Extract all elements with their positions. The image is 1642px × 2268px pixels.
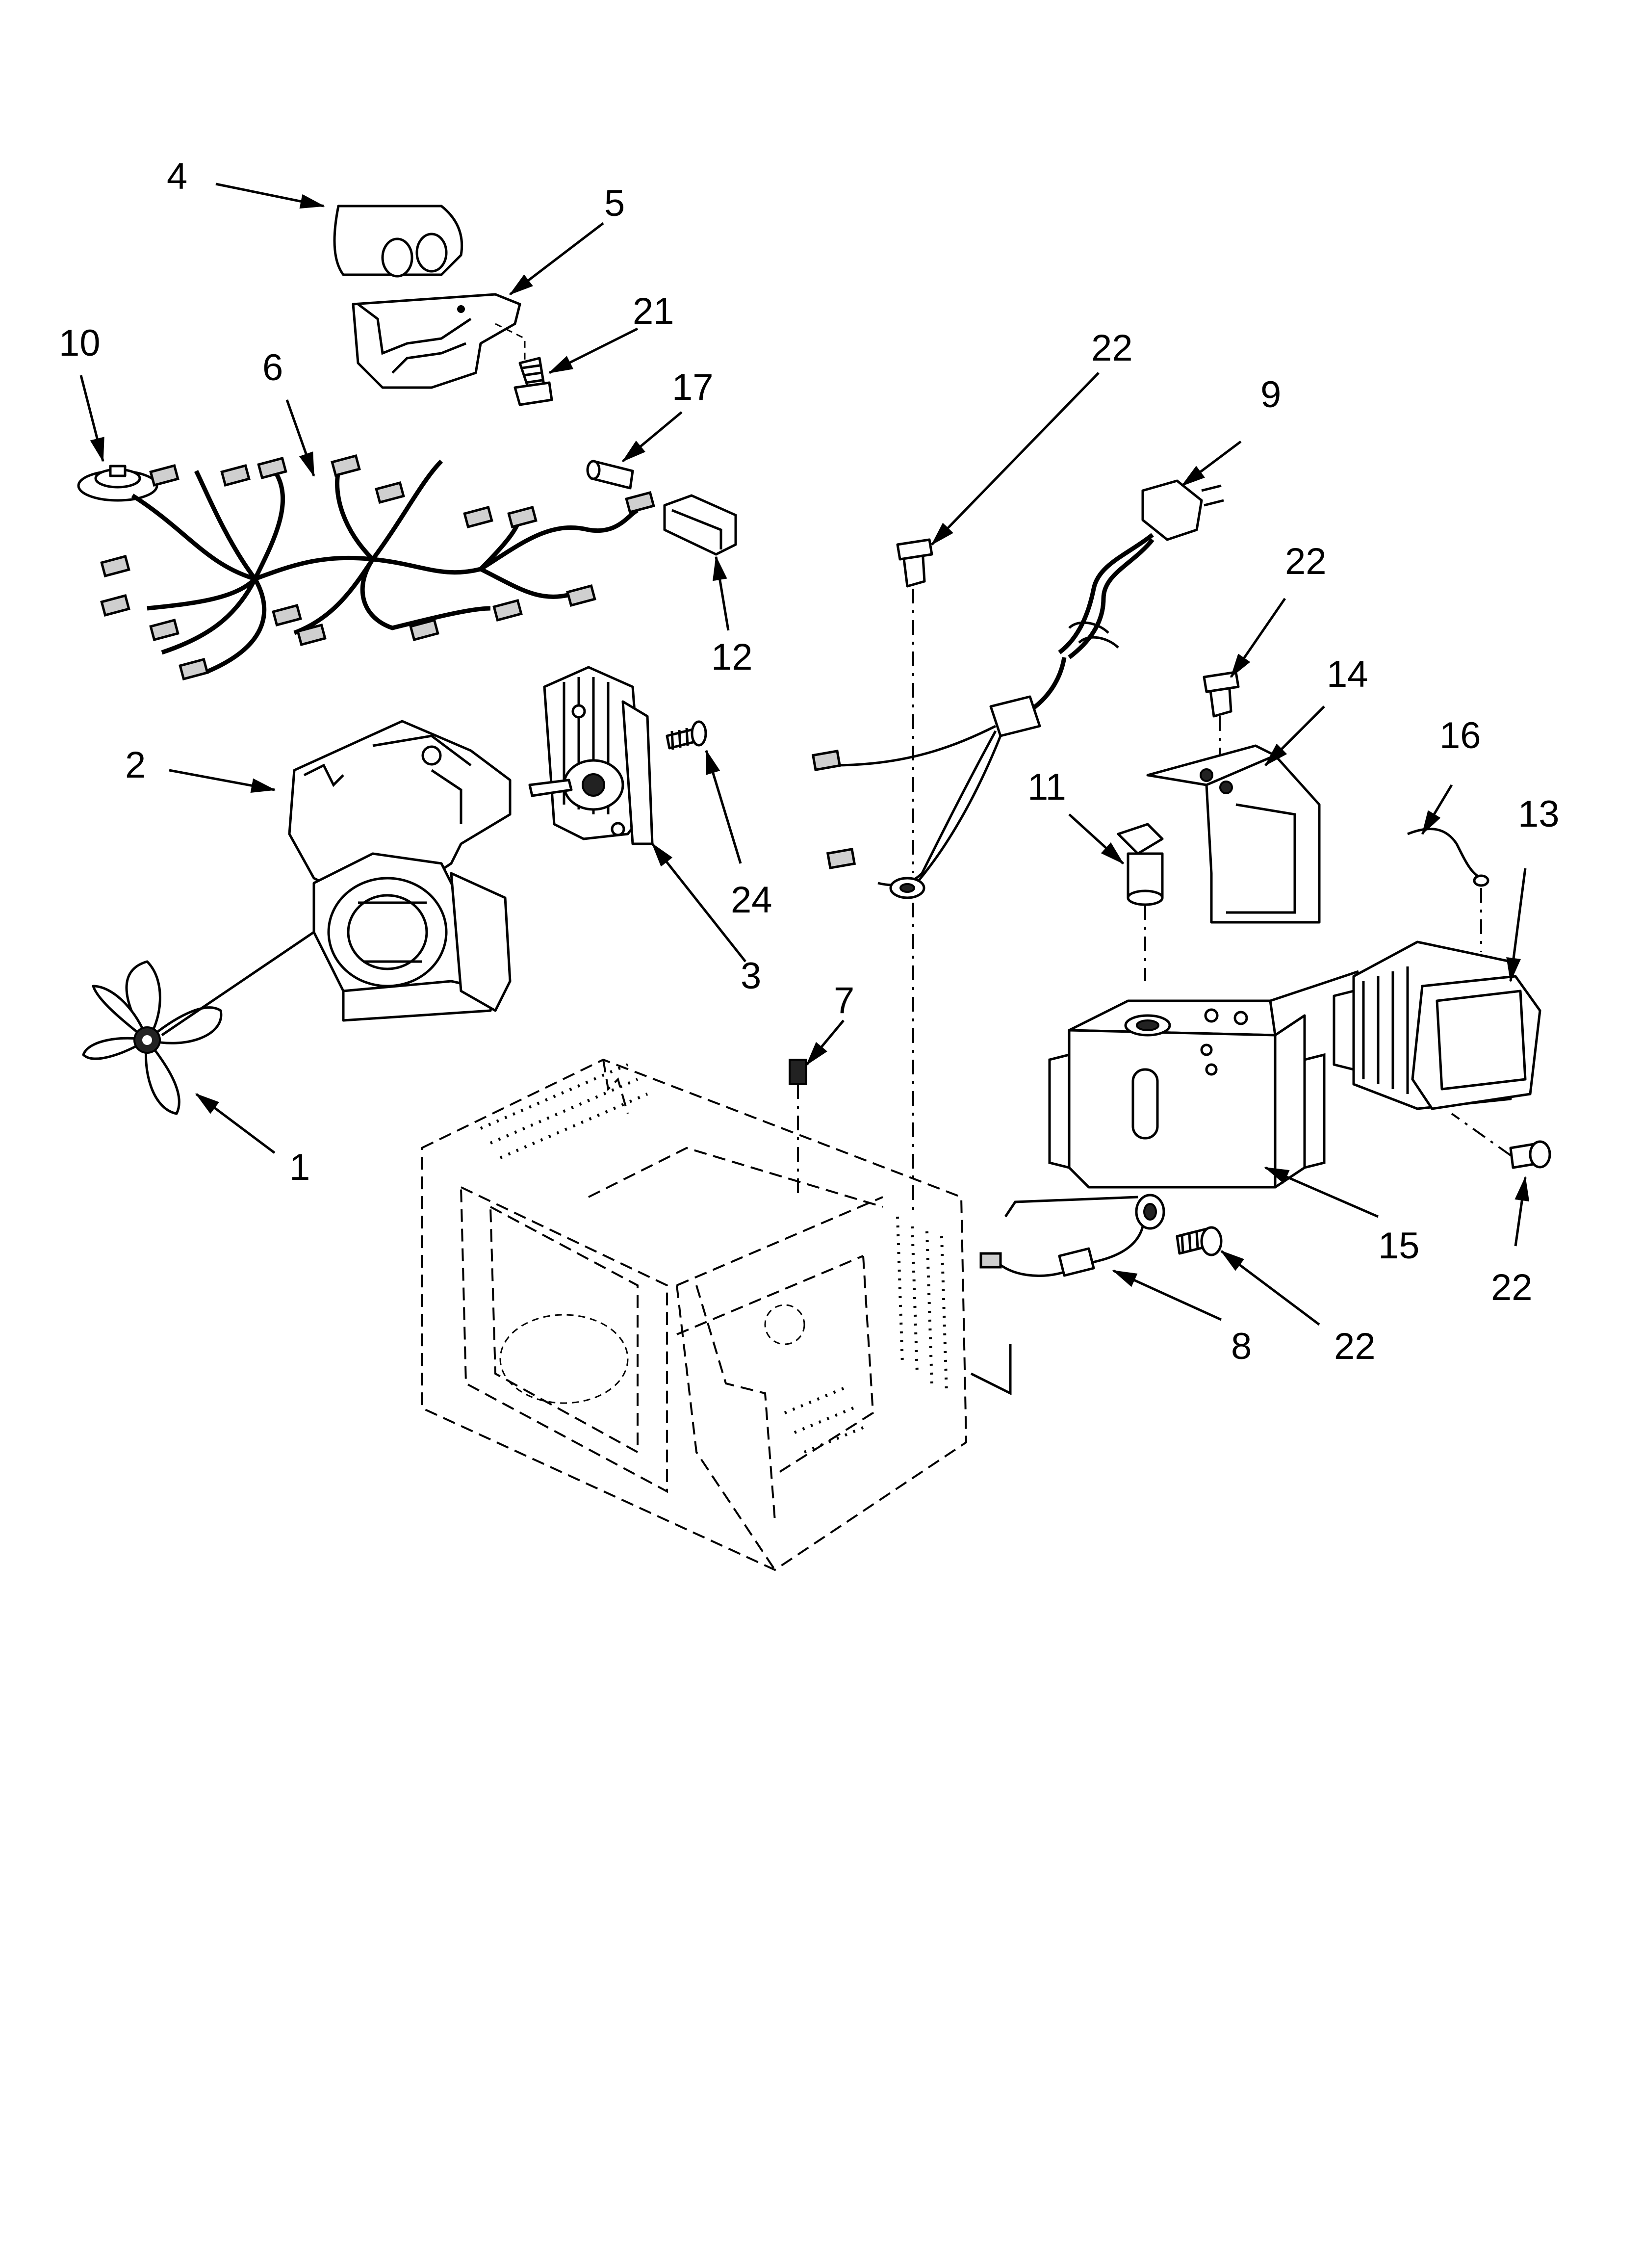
callout-22-bottom: 22 [1334,1326,1376,1367]
screw-22-top-part[interactable] [896,538,933,1217]
power-cord-part[interactable] [811,479,1224,899]
waveguide-duct-part[interactable] [1048,999,1326,1189]
callout-14: 14 [1327,653,1368,695]
callout-11: 11 [1027,766,1066,808]
screw-24-part[interactable] [666,720,707,750]
thermistor-part[interactable] [1117,823,1164,981]
magnetron-bracket-part[interactable] [1146,744,1321,924]
callout-labels: 4 5 21 10 6 17 12 22 9 22 14 16 13 11 2 … [59,156,1560,1367]
screw-22-mid-part[interactable] [1203,671,1240,785]
callout-10: 10 [59,322,101,364]
wire-harness-part[interactable] [100,454,655,681]
callout-2: 2 [125,744,146,786]
callout-6: 6 [262,347,283,389]
wire-16-part[interactable] [1407,828,1489,952]
ground-wire-part[interactable] [979,1194,1165,1277]
callout-22-top: 22 [1091,327,1133,369]
callout-16: 16 [1439,715,1481,756]
fuse-part[interactable] [586,460,634,490]
callout-17: 17 [672,366,714,408]
callout-12: 12 [711,636,753,678]
fan-blade-part[interactable] [82,931,315,1115]
magnetron-part[interactable] [1270,940,1541,1110]
microwave-cabinet-outline [421,1058,1012,1571]
callout-7: 7 [834,980,854,1021]
leader-lines [79,182,1530,1326]
callout-1: 1 [289,1147,310,1188]
callout-22-right: 22 [1491,1267,1533,1308]
callout-3: 3 [741,955,761,997]
callout-4: 4 [167,156,187,197]
screw-22-bottom-part[interactable] [1176,1226,1223,1256]
capacitor-bracket-part[interactable] [352,293,526,389]
callout-13: 13 [1518,793,1560,835]
capacitor-part[interactable] [333,205,463,278]
callout-9: 9 [1260,374,1281,416]
callout-21: 21 [633,290,674,332]
callout-22-mid: 22 [1285,541,1327,582]
fan-bracket-part[interactable] [288,720,512,1022]
callout-24: 24 [731,879,772,921]
switch-part[interactable] [789,1059,807,1197]
fuse-holder-part[interactable] [663,494,737,556]
screw-21-part[interactable] [513,357,553,406]
callout-15: 15 [1378,1225,1420,1267]
callout-8: 8 [1231,1326,1252,1367]
screw-22-right-part[interactable] [1451,1113,1551,1169]
callout-5: 5 [604,182,625,224]
thermal-cutout-part[interactable] [77,465,158,502]
fan-motor-part[interactable] [528,666,654,845]
